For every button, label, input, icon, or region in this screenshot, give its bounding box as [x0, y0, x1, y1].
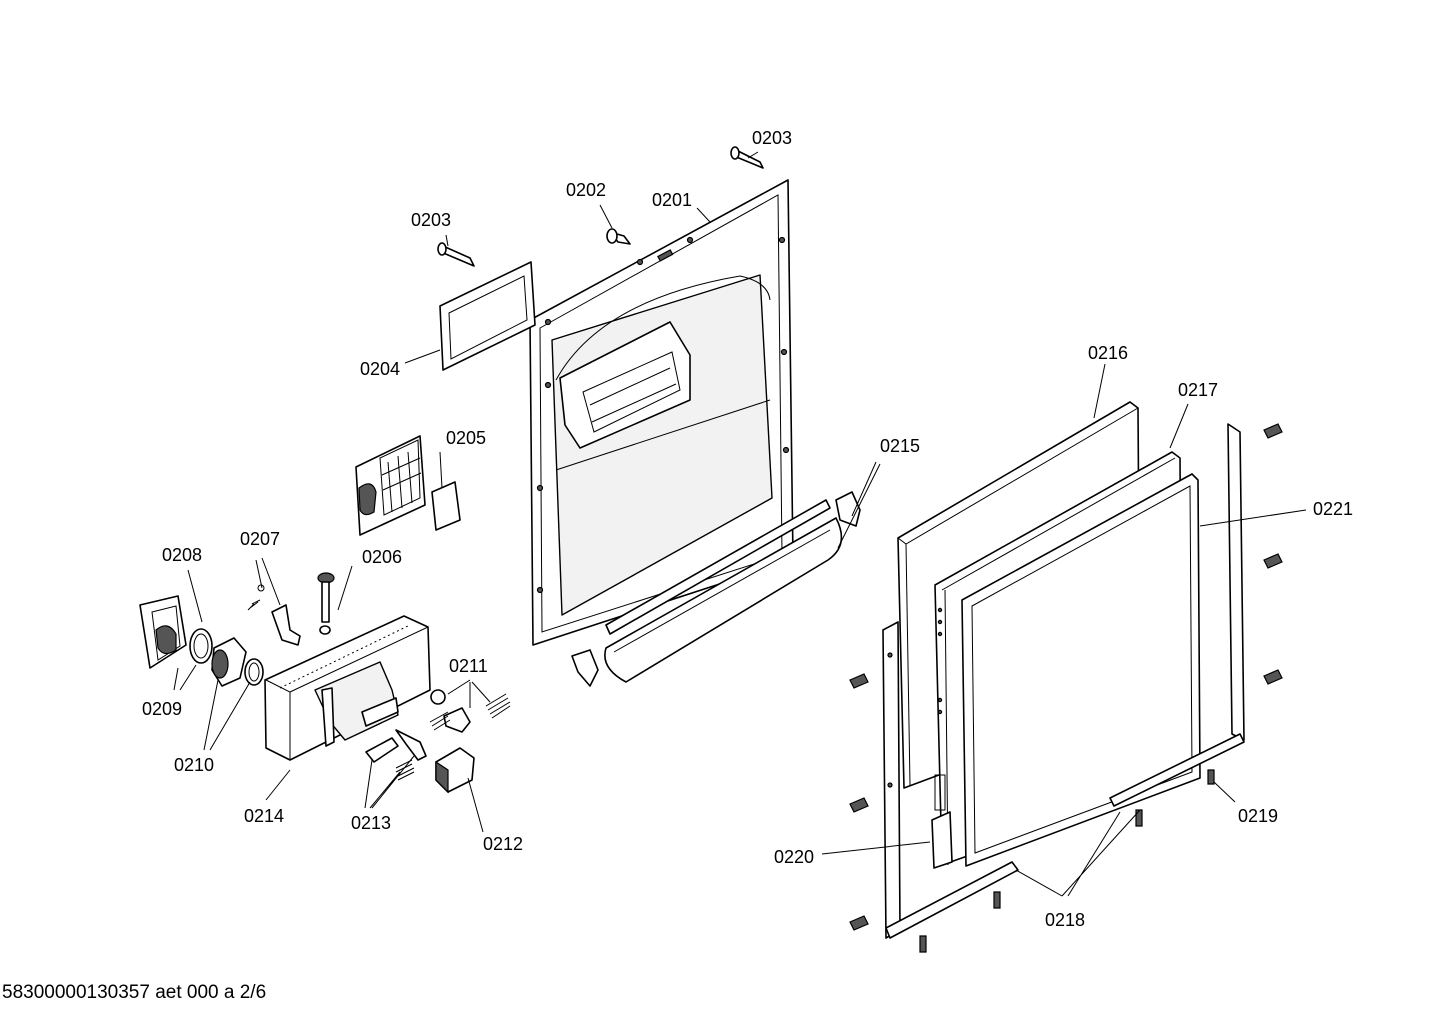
part-0208-knob-housing: [139, 595, 187, 669]
part-0203-screw-left: [437, 242, 475, 267]
label-0208: 0208: [162, 545, 202, 565]
part-0207-lever: [247, 584, 301, 646]
part-0201-inner-door: [529, 179, 794, 646]
label-0210: 0210: [174, 755, 214, 775]
part-0219-screws: [849, 423, 1283, 931]
part-0221-side-strip: [1109, 423, 1245, 807]
part-0210-bushing: [211, 637, 264, 687]
label-0202: 0202: [566, 180, 606, 200]
part-0206-pin: [317, 572, 335, 635]
label-0207: 0207: [240, 529, 280, 549]
document-reference: 58300000130357 aet 000 a 2/6: [2, 982, 266, 1003]
label-0214: 0214: [244, 806, 284, 826]
part-labels: 0201 0202 0203 0203 0204 0205 0206 0207 …: [142, 128, 1353, 930]
label-0211: 0211: [449, 656, 488, 676]
label-0221: 0221: [1313, 499, 1353, 519]
part-0213-lever: [365, 729, 427, 781]
part-0205-cover: [355, 435, 461, 536]
part-0220-side-strip: [882, 621, 1019, 939]
label-0220: 0220: [774, 847, 814, 867]
part-0203-screw-top: [730, 146, 764, 169]
label-0217: 0217: [1178, 380, 1218, 400]
label-0212: 0212: [483, 834, 523, 854]
part-0218-screws: [919, 809, 1143, 953]
part-0212-switch: [435, 747, 475, 794]
label-0213: 0213: [351, 813, 391, 833]
label-0219: 0219: [1238, 806, 1278, 826]
label-0216: 0216: [1088, 343, 1128, 363]
part-0221-front-panel: [961, 473, 1201, 867]
leader-lines: [173, 151, 1307, 897]
part-0215-hinge-strip: [571, 491, 861, 687]
label-0205: 0205: [446, 428, 486, 448]
part-0214-dispenser-body: [264, 615, 431, 761]
label-0206: 0206: [362, 547, 402, 567]
label-0201: 0201: [652, 190, 692, 210]
label-0203-left: 0203: [411, 210, 451, 230]
part-0202-screw: [606, 228, 631, 245]
label-0209: 0209: [142, 699, 182, 719]
label-0215: 0215: [880, 436, 920, 456]
label-0218: 0218: [1045, 910, 1085, 930]
part-0209-ring: [189, 628, 213, 664]
part-0204-gasket-frame: [439, 261, 536, 371]
label-0204: 0204: [360, 359, 400, 379]
label-0203-top: 0203: [752, 128, 792, 148]
part-0211-springs: [429, 689, 511, 733]
